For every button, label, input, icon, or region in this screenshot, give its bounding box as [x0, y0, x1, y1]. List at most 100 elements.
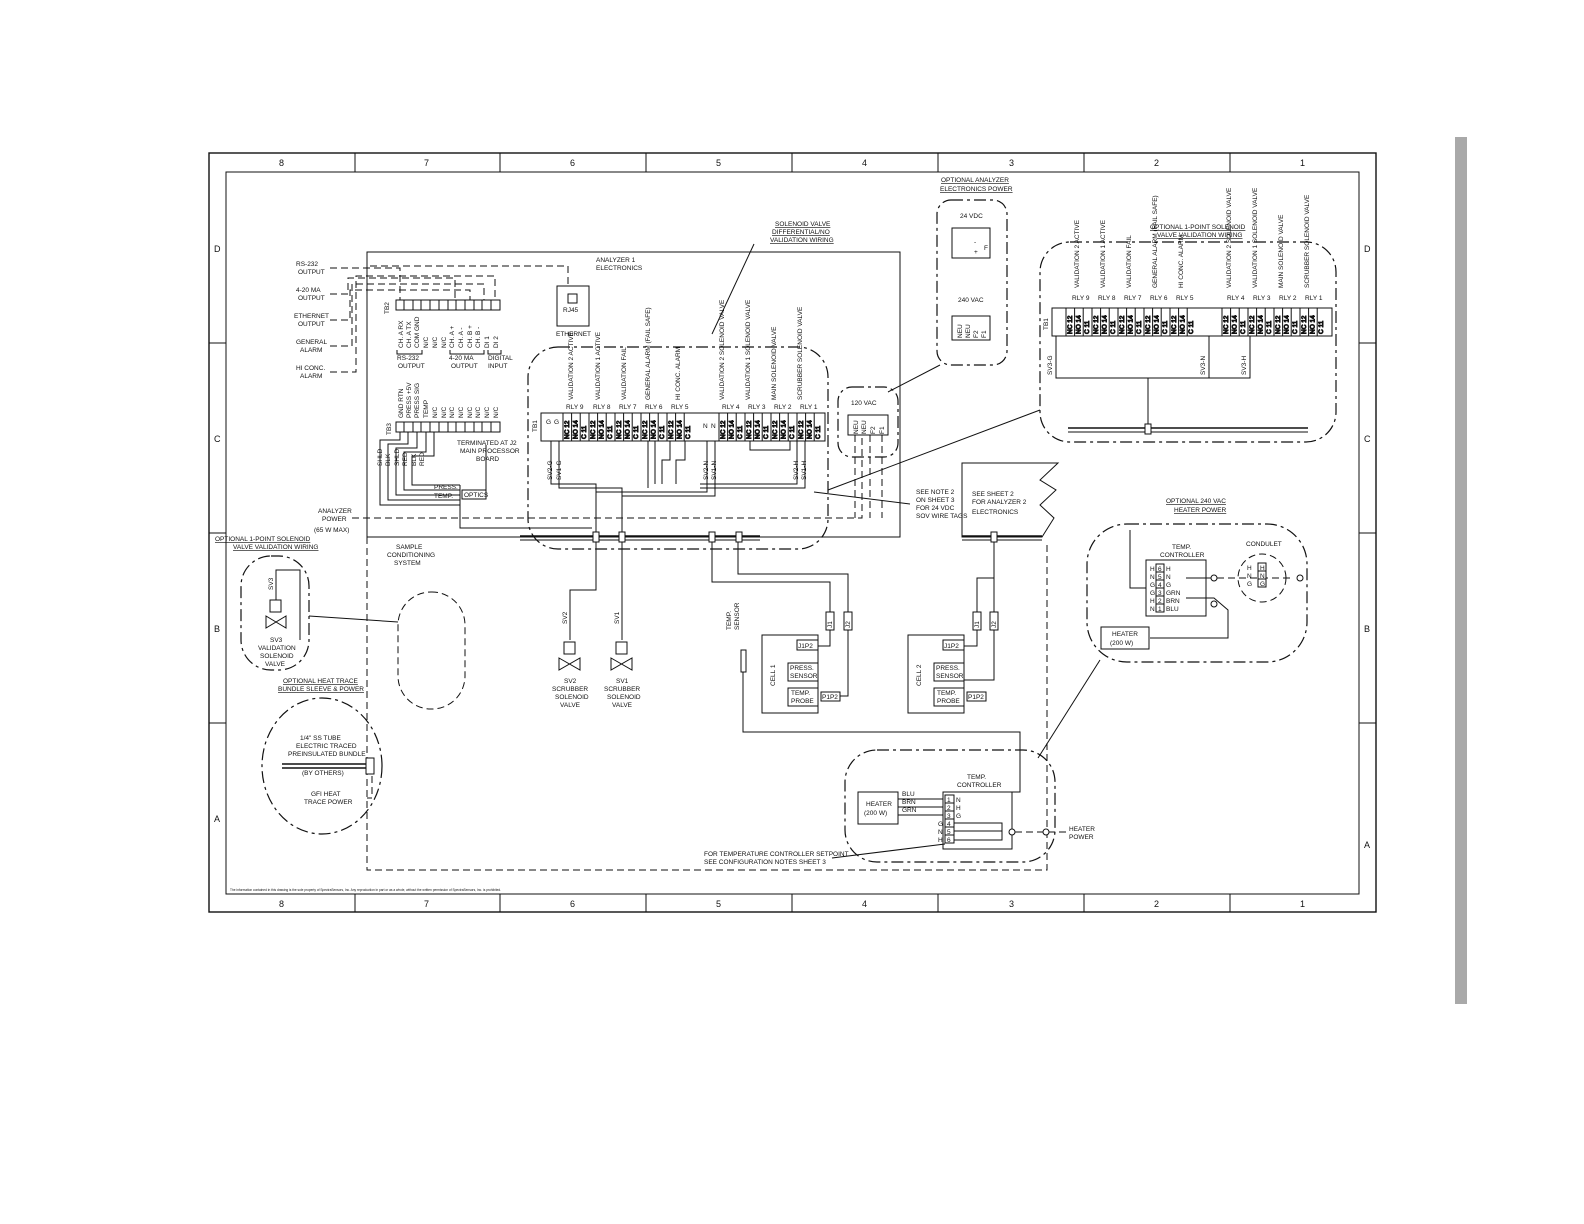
svg-text:RLY 5: RLY 5 — [1176, 295, 1194, 302]
svg-text:RLY 6: RLY 6 — [645, 404, 663, 411]
svg-text:RLY 4: RLY 4 — [1227, 295, 1245, 302]
svg-text:G: G — [956, 813, 961, 820]
terminal-contact-label: NC 12 — [1119, 315, 1126, 334]
svg-text:H: H — [938, 837, 943, 844]
svg-text:J2: J2 — [991, 621, 998, 628]
analyzer-power-label: (65 W MAX) — [314, 527, 349, 534]
terminal-contact-label: NO 14 — [729, 420, 736, 439]
tb2-groups: RS-232 OUTPUT 4-20 MA OUTPUT DIGITAL INP… — [396, 350, 513, 370]
opt-power-outline — [936, 199, 1008, 366]
heater-bottom-wire-lines — [898, 798, 945, 816]
svg-text:OUTPUT: OUTPUT — [398, 363, 425, 370]
svg-text:PROBE: PROBE — [791, 698, 814, 705]
svg-text:H: H — [1150, 566, 1155, 573]
heater-bottom-controller-label: CONTROLLER — [957, 782, 1002, 789]
heat-trace-by: (BY OTHERS) — [302, 770, 344, 777]
see-sheet: SEE SHEET 2 FOR ANALYZER 2 ELECTRONICS — [972, 491, 1027, 516]
svg-text:+: + — [974, 249, 978, 256]
svg-text:SOLENOID: SOLENOID — [260, 653, 294, 660]
opt-1point-right-wiring — [1055, 336, 1308, 435]
svg-text:ELECTRIC TRACED: ELECTRIC TRACED — [296, 743, 357, 750]
zone-col-7: 7 — [424, 899, 429, 909]
output-4-20ma: OUTPUT — [298, 295, 325, 302]
tb3-wire-colors: SHLD BLK SHLD RED BLK RED — [377, 448, 426, 466]
press-label: PRESS. — [434, 484, 458, 491]
opt-1point-right-title: OPTIONAL 1-POINT SOLENOID — [1150, 224, 1246, 231]
terminal-contact-label: C 11 — [1240, 320, 1247, 334]
zone-row-b: B — [214, 624, 220, 634]
svg-text:P1P2: P1P2 — [822, 694, 838, 701]
scrollbar[interactable] — [1455, 137, 1467, 1004]
svg-text:PRESS.: PRESS. — [790, 665, 814, 672]
sv3-cable — [275, 569, 301, 640]
relay-board-outline — [527, 346, 829, 550]
sample-system-vessel — [397, 591, 466, 710]
svg-text:4: 4 — [1158, 582, 1162, 589]
svg-text:NEU: NEU — [957, 324, 964, 338]
terminal-contact-label: NC 12 — [720, 420, 727, 439]
opt-240vac-pins: NEU NEU F2 F1 — [957, 324, 988, 338]
svg-text:RLY 1: RLY 1 — [800, 404, 818, 411]
terminal-contact-label: NO 14 — [625, 420, 632, 439]
svg-text:3: 3 — [1158, 590, 1162, 597]
svg-text:BRN: BRN — [1166, 598, 1180, 605]
zone-col-5: 5 — [716, 899, 721, 909]
tb2-strip — [395, 299, 501, 311]
svg-text:G: G — [1247, 581, 1252, 588]
zone-col-5: 5 — [716, 158, 721, 168]
zone-row-a: A — [214, 814, 220, 824]
heater-bottom-heater-label: HEATER — [866, 801, 892, 808]
svg-text:SV3-N: SV3-N — [1200, 356, 1207, 375]
svg-text:2: 2 — [1158, 598, 1162, 605]
svg-text:RLY 3: RLY 3 — [1253, 295, 1271, 302]
opt-240-heater-title: OPTIONAL 240 VAC — [1166, 498, 1226, 505]
svg-text:4: 4 — [947, 821, 951, 828]
svg-text:SAMPLE: SAMPLE — [396, 544, 423, 551]
svg-text:5: 5 — [1158, 574, 1162, 581]
temp-sensor: TEMP. SENSOR — [726, 602, 1021, 793]
svg-text:5: 5 — [947, 829, 951, 836]
svg-text:SV1: SV1 — [614, 611, 621, 624]
terminal-contact-label: NO 14 — [1154, 315, 1161, 334]
terminal-contact-label: C 11 — [581, 425, 588, 439]
svg-text:N/C: N/C — [432, 407, 439, 419]
terminal-contact-label: NO 14 — [1310, 315, 1317, 334]
opt-240-heater — [1100, 626, 1150, 650]
svg-text:N: N — [1150, 606, 1155, 613]
svg-text:VALIDATION: VALIDATION — [258, 645, 296, 652]
svg-text:RLY 9: RLY 9 — [1072, 295, 1090, 302]
heat-trace-gfi: GFI HEAT TRACE POWER — [304, 791, 353, 806]
svg-text:VALIDATION 1 ACTIVE: VALIDATION 1 ACTIVE — [595, 331, 602, 400]
opt-24vdc-block — [951, 227, 991, 259]
optics-label: OPTICS — [464, 492, 489, 499]
ethernet-label: ETHERNET — [556, 331, 591, 338]
power-120vac-leads — [854, 435, 883, 518]
svg-text:PRESS SIG: PRESS SIG — [414, 383, 421, 418]
svg-text:VALIDATION FAIL: VALIDATION FAIL — [621, 347, 628, 400]
zone-col-8: 8 — [279, 899, 284, 909]
svg-text:G: G — [1150, 590, 1155, 597]
terminal-contact-label: C 11 — [685, 425, 692, 439]
processor-note: TERMINATED AT J2 — [457, 440, 517, 447]
zone-col-7: 7 — [424, 158, 429, 168]
terminal-contact-label: NO 14 — [755, 420, 762, 439]
svg-text:N: N — [703, 423, 708, 430]
heater-bottom-heater-label: (200 W) — [864, 810, 887, 817]
svg-text:PROBE: PROBE — [937, 698, 960, 705]
svg-text:MAIN SOLENOID VALVE: MAIN SOLENOID VALVE — [771, 326, 778, 400]
svg-text:SV3-G: SV3-G — [1047, 355, 1054, 375]
opt-1point-right-title: VALVE VALIDATION WIRING — [1157, 232, 1242, 239]
svg-text:2: 2 — [947, 805, 951, 812]
opt-1point-right-tags: SV3-G SV3-N SV3-H — [1047, 355, 1248, 375]
svg-text:H: H — [1260, 565, 1265, 572]
svg-text:INPUT: INPUT — [488, 363, 508, 370]
svg-text:CH. B -: CH. B - — [475, 327, 482, 348]
svg-text:J1: J1 — [827, 621, 834, 628]
terminal-contact-label: C 11 — [1084, 320, 1091, 334]
svg-text:PRESS.: PRESS. — [936, 665, 960, 672]
terminal-contact-label: C 11 — [789, 425, 796, 439]
output-4-20ma: 4-20 MA — [296, 287, 321, 294]
zone-col-1: 1 — [1300, 158, 1305, 168]
